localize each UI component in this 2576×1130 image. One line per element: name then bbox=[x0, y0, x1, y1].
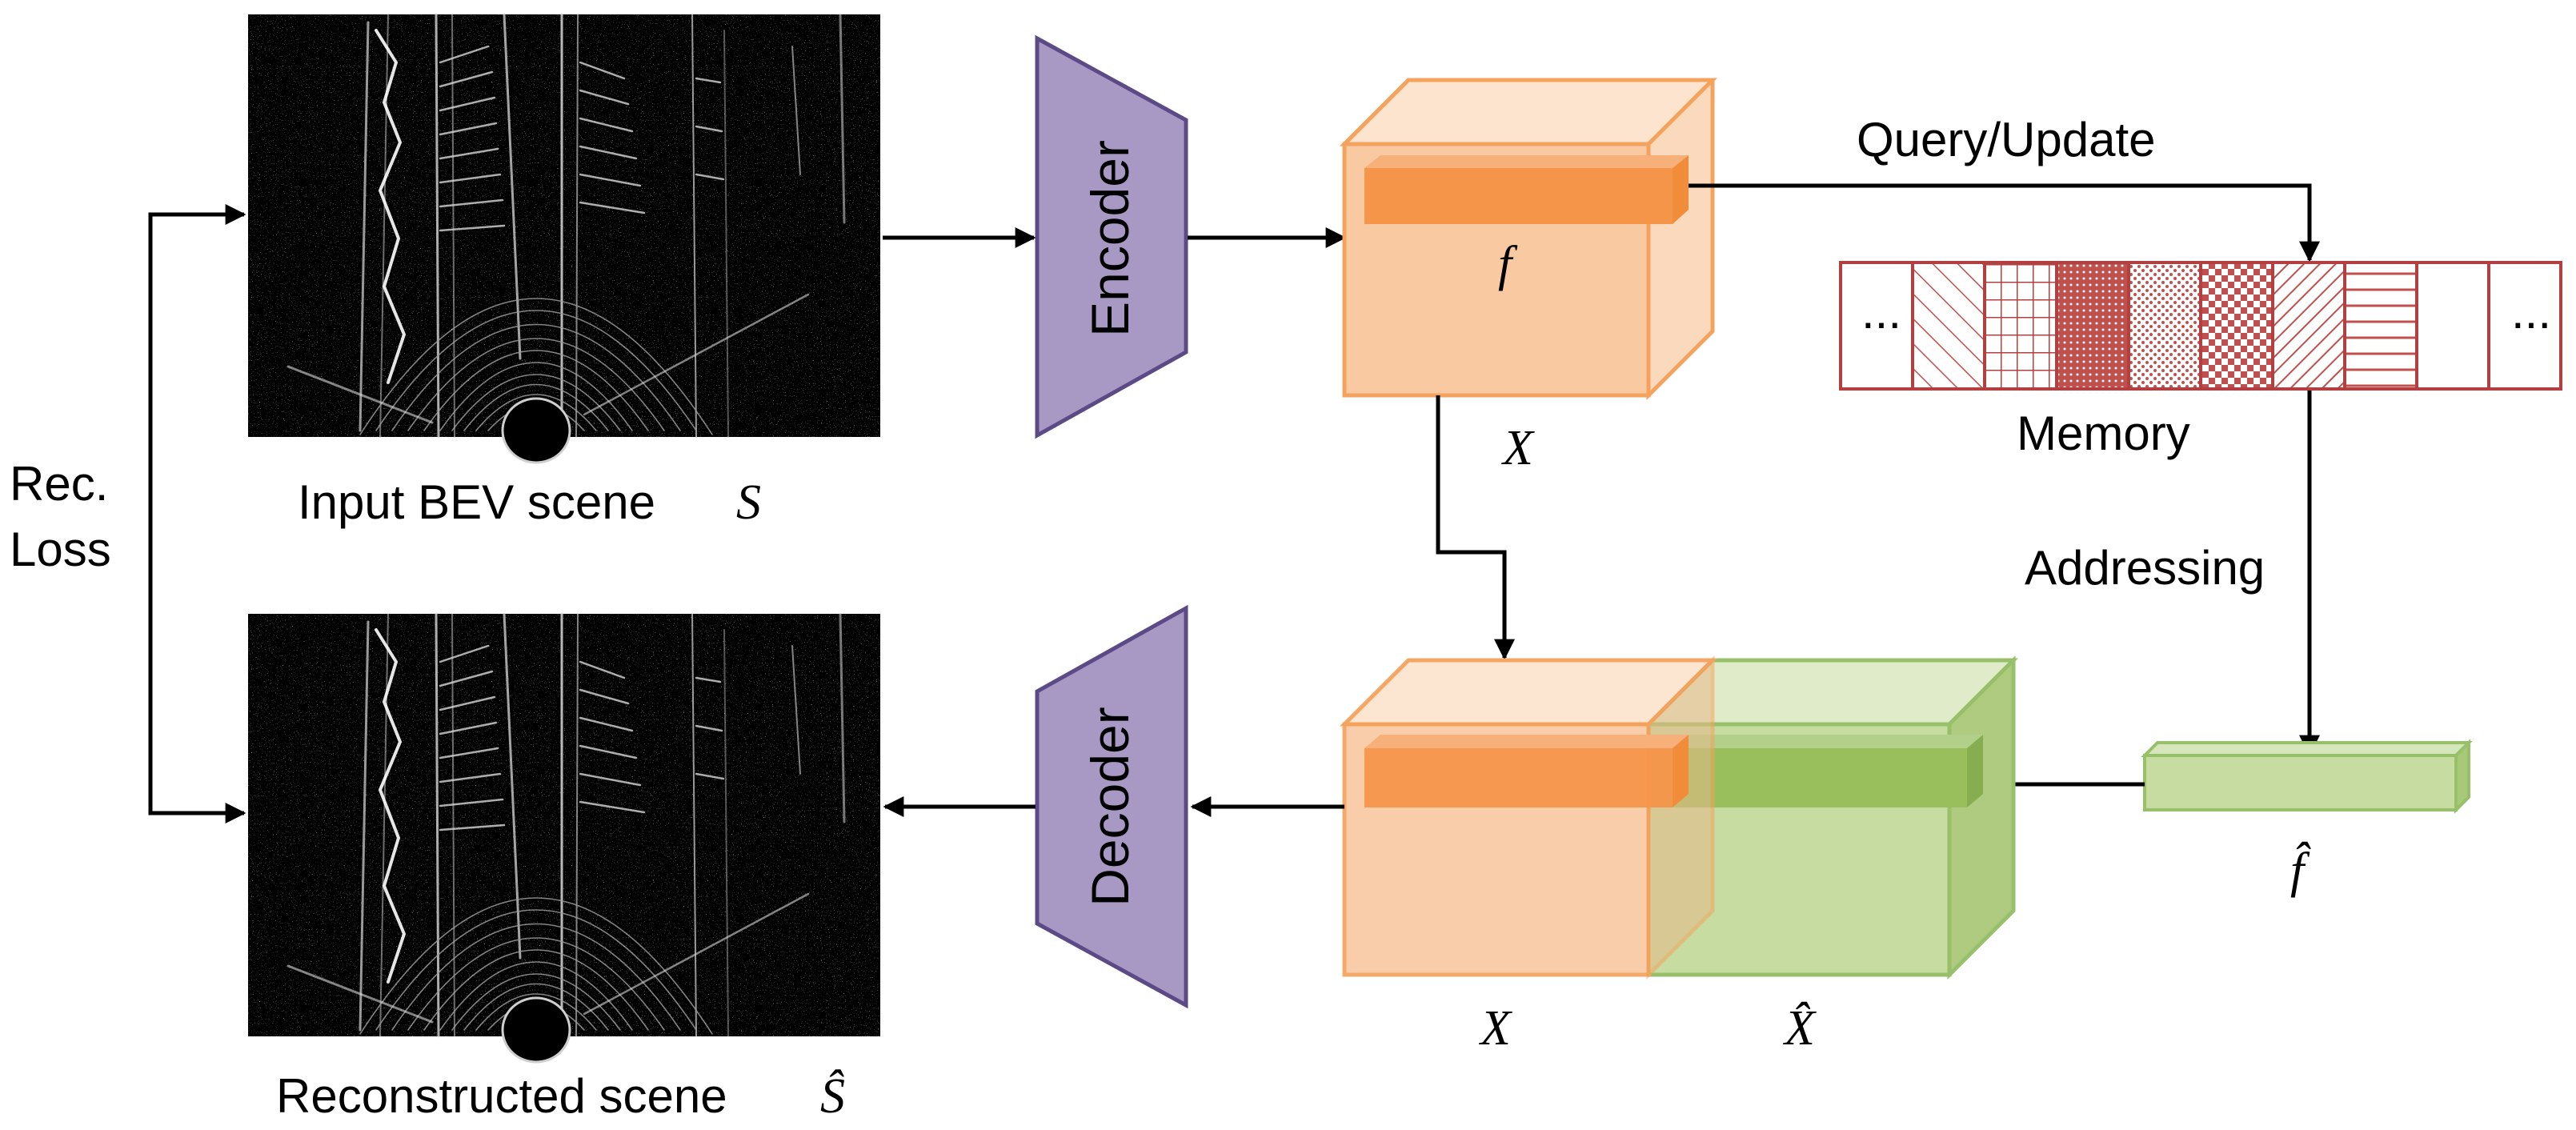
volume-x-bottom-label: X bbox=[1478, 1001, 1512, 1056]
input-symbol: S bbox=[736, 475, 761, 530]
reconstructed-scene-image bbox=[248, 614, 880, 1062]
memory-slot-6 bbox=[2199, 261, 2274, 391]
memory-bank bbox=[1839, 261, 2562, 391]
rec-loss-arrow bbox=[148, 212, 244, 815]
memory-slot-2 bbox=[1911, 261, 1986, 391]
memory-slot-10 bbox=[2487, 261, 2562, 391]
query-update-label: Query/Update bbox=[1857, 113, 2156, 166]
memory-slot-1 bbox=[1839, 261, 1914, 391]
rec-loss-label-line1: Rec. bbox=[10, 457, 108, 511]
memory-slot-4 bbox=[2055, 261, 2130, 391]
arrow-volume-down bbox=[1436, 395, 1515, 660]
decoder-label: Decoder bbox=[1080, 707, 1140, 906]
volume-x-hat-label: X̂ bbox=[1782, 1001, 1817, 1056]
addressing-label: Addressing bbox=[2025, 541, 2265, 595]
memory-ellipsis-left: ... bbox=[1861, 285, 1901, 339]
arrow-query-update bbox=[1689, 183, 2320, 262]
rec-loss-label-line2: Loss bbox=[10, 523, 111, 576]
feature-volume-top bbox=[1339, 78, 1718, 401]
encoder-label: Encoder bbox=[1080, 140, 1140, 337]
feature-f-hat-label: f̂ bbox=[2290, 842, 2311, 898]
memory-slot-7 bbox=[2271, 261, 2346, 391]
volume-x-top-label: X bbox=[1500, 421, 1535, 475]
feature-volume-bottom bbox=[1339, 655, 1718, 980]
encoder-block bbox=[1035, 34, 1188, 439]
input-caption: Input BEV scene bbox=[298, 475, 655, 529]
memory-slot-9 bbox=[2415, 261, 2490, 391]
memory-ellipsis-right: ... bbox=[2511, 285, 2551, 339]
memory-slot-5 bbox=[2127, 261, 2202, 391]
input-bev-scene-image bbox=[248, 14, 880, 463]
reconstructed-caption: Reconstructed scene bbox=[276, 1069, 727, 1123]
reconstructed-symbol: Ŝ bbox=[820, 1069, 845, 1124]
memory-slot-3 bbox=[1983, 261, 2058, 391]
memory-slot-8 bbox=[2343, 261, 2418, 391]
feature-f-hat-bar bbox=[2141, 739, 2473, 814]
memory-label: Memory bbox=[2017, 407, 2190, 460]
decoder-block bbox=[1035, 604, 1188, 1009]
